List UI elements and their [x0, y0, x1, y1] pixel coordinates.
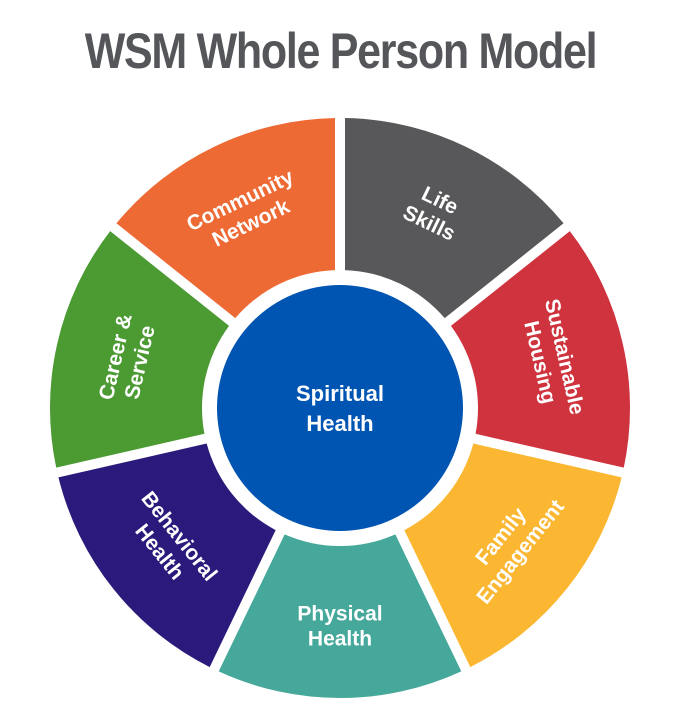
center-circle [217, 285, 463, 531]
segment-physical-health [218, 534, 462, 698]
segment-community-network [116, 118, 335, 319]
segment-behavioral-health [58, 443, 276, 668]
segment-label-line: Health [308, 628, 372, 651]
segment-family-engagement [404, 443, 622, 668]
page-title: WSM Whole Person Model [84, 23, 598, 79]
segment-sustainable-housing [450, 231, 631, 468]
segment-life-skills [345, 118, 564, 319]
segment-career-service [49, 231, 230, 468]
center-label-line: Health [306, 411, 373, 436]
center-label-line: Spiritual [296, 381, 384, 406]
segment-label-line: Physical [297, 603, 382, 626]
wheel-segments: LifeSkillsSustainableHousingFamilyEngage… [49, 118, 631, 698]
